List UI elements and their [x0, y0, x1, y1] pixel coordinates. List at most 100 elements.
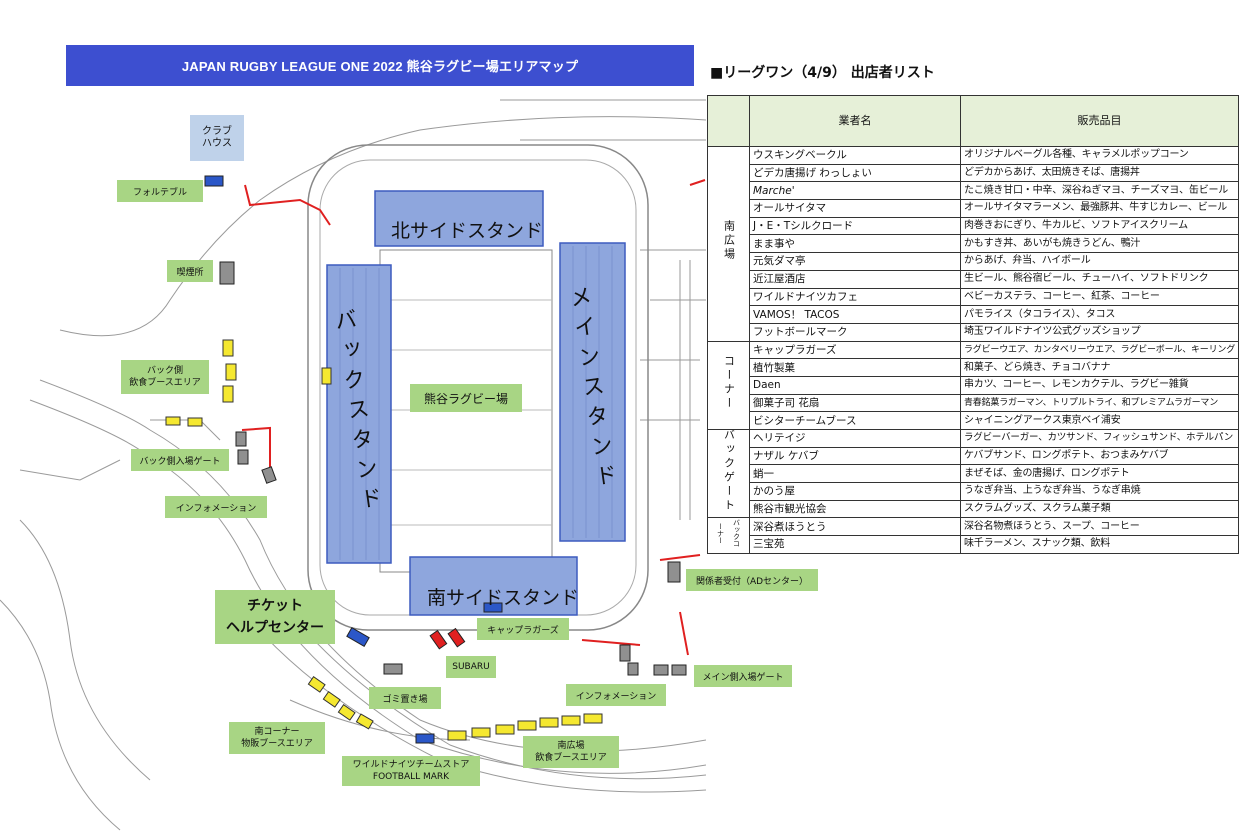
vendor-name: オールサイタマ — [749, 199, 961, 218]
field-label: 熊谷ラグビー場 — [410, 384, 522, 412]
map-drawing — [0, 99, 706, 831]
table-row: バックコーナー 深谷煮ほうとう 深谷名物煮ほうとう、スープ、コーヒー — [707, 517, 1239, 554]
main-stand — [559, 242, 626, 542]
vendor-name: ヘリテイジ — [749, 429, 961, 448]
section-label: 南広場 — [722, 220, 736, 263]
table-header-row: 業者名 販売品目 — [707, 95, 1239, 147]
vendor-items: 味千ラーメン、スナック類、飲料 — [960, 535, 1239, 554]
table-row: 御菓子司 花扇青春銘菓ラガーマン、トリプルトライ、和プレミアムラガーマン — [708, 393, 1239, 413]
info-south-label: インフォメーション — [566, 684, 666, 706]
section-label: コーナー — [722, 354, 736, 411]
table-row: 三宝苑味千ラーメン、スナック類、飲料 — [708, 535, 1239, 554]
main-gate-label: メイン側入場ゲート — [694, 665, 792, 687]
vendor-name: 深谷煮ほうとう — [749, 517, 961, 537]
table-row: バックゲート ヘリテイジ ラグビーバーガー、カツサンド、フィッシュサンド、ホテル… — [707, 428, 1239, 519]
vendor-items: 深谷名物煮ほうとう、スープ、コーヒー — [960, 517, 1239, 537]
vendor-name: 御菓子司 花扇 — [749, 393, 961, 413]
vendor-name: 元気ダマ亭 — [749, 252, 961, 271]
table-row: Marche'たこ焼き甘口・中辛、深谷ねぎマヨ、チーズマヨ、缶ビール — [708, 181, 1239, 201]
vendor-items: かもすき丼、あいがも焼きうどん、鴨汁 — [960, 234, 1239, 254]
vendor-items: 青春銘菓ラガーマン、トリプルトライ、和プレミアムラガーマン — [960, 393, 1239, 413]
vendor-items: ラグビーウエア、カンタベリーウエア、ラグビーボール、キーリング — [960, 340, 1239, 360]
vendor-name: 熊谷市観光協会 — [749, 499, 961, 519]
vendor-name: VAMOS！ TACOS — [749, 305, 961, 324]
vendor-items: オールサイタマラーメン、最強豚丼、牛すじカレー、ビール — [960, 199, 1239, 218]
table-row: ビシターチームブースシャイニングアークス東京ベイ浦安 — [708, 411, 1239, 430]
table-row: かのう屋うなぎ弁当、上うなぎ弁当、うなぎ串焼 — [708, 482, 1239, 501]
vendor-name: J・E・Tシルクロード — [749, 216, 961, 236]
staff-reception-label: 関係者受付（ADセンター） — [686, 569, 818, 591]
vendor-items: ラグビーバーガー、カツサンド、フィッシュサンド、ホテルパン — [960, 429, 1239, 448]
items-header: 販売品目 — [960, 95, 1239, 147]
back-food-area-label: バック側 飲食ブースエリア — [121, 360, 209, 394]
vendor-name: 植竹製菓 — [749, 358, 961, 377]
table-row: フットボールマーク埼玉ワイルドナイツ公式グッズショップ — [708, 322, 1239, 342]
table-row: 近江屋酒店生ビール、熊谷宿ビール、チューハイ、ソフトドリンク — [708, 269, 1239, 289]
section-cell: 南広場 — [707, 146, 750, 342]
south-corner-area-label: 南コーナー 物販ブースエリア — [229, 722, 325, 754]
table-row: どデカ唐揚げ わっしょいどデカからあげ、太田焼きそば、唐揚丼 — [708, 163, 1239, 183]
vendor-name: かのう屋 — [749, 482, 961, 501]
south-stand-label: 南サイドスタンド — [427, 587, 580, 609]
back-stand — [326, 264, 392, 564]
clubhouse-label: クラブ ハウス — [190, 115, 244, 161]
vendor-items: うなぎ弁当、上うなぎ弁当、うなぎ串焼 — [960, 482, 1239, 501]
wildknights-store-label: ワイルドナイツチームストア FOOTBALL MARK — [342, 756, 480, 786]
table-row: ワイルドナイツカフェベビーカステラ、コーヒー、紅茶、コーヒー — [708, 287, 1239, 307]
north-side-stand — [374, 190, 544, 247]
vendor-name: 蛸一 — [749, 464, 961, 484]
table-row: J・E・Tシルクロード肉巻きおにぎり、牛カルビ、ソフトアイスクリーム — [708, 216, 1239, 236]
subaru-label: SUBARU — [446, 656, 496, 678]
vendor-items: 和菓子、どら焼き、チョコバナナ — [960, 358, 1239, 377]
section-label: バックコーナー — [716, 519, 741, 548]
booths-gray — [219, 261, 687, 676]
vendor-items: 埼玉ワイルドナイツ公式グッズショップ — [960, 322, 1239, 342]
north-stand-label: 北サイドスタンド — [391, 220, 544, 242]
vendor-items: どデカからあげ、太田焼きそば、唐揚丼 — [960, 163, 1239, 183]
vendor-name: ワイルドナイツカフェ — [749, 287, 961, 307]
vendor-items: パモライス（タコライス）、タコス — [960, 305, 1239, 324]
vendor-name: キャップラガーズ — [749, 340, 961, 360]
garbage-area-label: ゴミ置き場 — [369, 687, 441, 709]
table-row: コーナー キャップラガーズ ラグビーウエア、カンタベリーウエア、ラグビーボール、… — [707, 340, 1239, 431]
capp-ruggers-label: キャップラガーズ — [477, 618, 569, 640]
table-row: 植竹製菓和菓子、どら焼き、チョコバナナ — [708, 358, 1239, 377]
section-cell: コーナー — [707, 340, 750, 431]
info-west-label: インフォメーション — [165, 496, 267, 518]
area-map: 北サイドスタンド 南サイドスタンド メインスタンド バックスタンド 熊谷ラグビー… — [0, 90, 818, 840]
vendor-items: 肉巻きおにぎり、牛カルビ、ソフトアイスクリーム — [960, 216, 1239, 236]
table-row: 元気ダマ亭からあげ、弁当、ハイボール — [708, 252, 1239, 271]
vendor-name: 近江屋酒店 — [749, 269, 961, 289]
table-row: まま事やかもすき丼、あいがも焼きうどん、鴨汁 — [708, 234, 1239, 254]
vendor-name: フットボールマーク — [749, 322, 961, 342]
table-row: 熊谷市観光協会スクラムグッズ、スクラム菓子類 — [708, 499, 1239, 519]
vendor-name: Marche' — [749, 181, 961, 201]
vendor-name: ウスキングベークル — [749, 146, 961, 165]
table-row: 南広場 ウスキングベークル オリジナルベーグル各種、キャラメルポップコーン — [707, 146, 1239, 342]
stand-seat-lines — [339, 246, 613, 560]
vendor-items: からあげ、弁当、ハイボール — [960, 252, 1239, 271]
smoking-area-label: 喫煙所 — [167, 260, 213, 282]
vendor-name: 三宝苑 — [749, 535, 961, 554]
vendor-items: 串カツ、コーヒー、レモンカクテル、ラグビー雑貨 — [960, 375, 1239, 395]
vendor-header: 業者名 — [749, 95, 961, 147]
vendor-items: まぜそば、金の唐揚げ、ロングポテト — [960, 464, 1239, 484]
table-row: オールサイタマオールサイタマラーメン、最強豚丼、牛すじカレー、ビール — [708, 199, 1239, 218]
vendor-table: 業者名 販売品目 南広場 ウスキングベークル オリジナルベーグル各種、キャラメル… — [707, 95, 1239, 554]
table-row: 蛸一まぜそば、金の唐揚げ、ロングポテト — [708, 464, 1239, 484]
vendor-items: オリジナルベーグル各種、キャラメルポップコーン — [960, 146, 1239, 165]
booths-blue — [204, 175, 503, 744]
vendor-items: ケバブサンド、ロングポテト、おつまみケバブ — [960, 446, 1239, 466]
vendor-items: 生ビール、熊谷宿ビール、チューハイ、ソフトドリンク — [960, 269, 1239, 289]
section-label: バックゲート — [722, 429, 736, 514]
ticket-help-center-label[interactable]: チケット ヘルプセンター — [215, 590, 335, 644]
vendor-items: ベビーカステラ、コーヒー、紅茶、コーヒー — [960, 287, 1239, 307]
back-gate-label: バック側入場ゲート — [131, 449, 229, 471]
food-booths-yellow — [165, 339, 603, 741]
vendor-list-title: ■リーグワン（4/9） 出店者リスト — [710, 65, 935, 81]
south-plaza-food-label: 南広場 飲食ブースエリア — [523, 736, 619, 768]
table-row: ナザル ケバブケバブサンド、ロングポテト、おつまみケバブ — [708, 446, 1239, 466]
map-title-banner: JAPAN RUGBY LEAGUE ONE 2022 熊谷ラグビー場エリアマッ… — [66, 45, 694, 86]
